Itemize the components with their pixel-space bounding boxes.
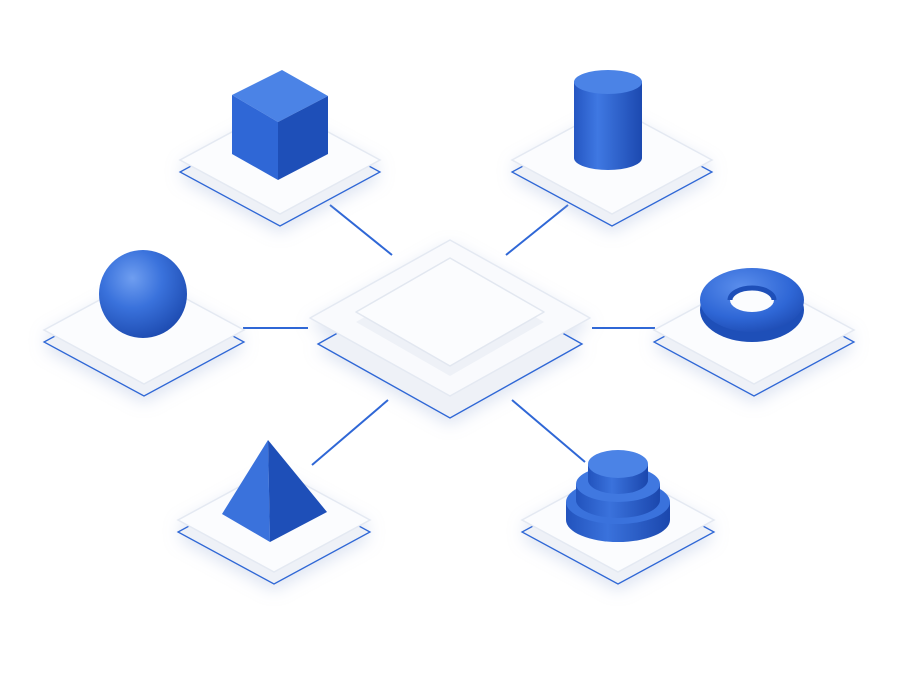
torus-icon	[700, 268, 804, 342]
connector-pyramid	[311, 399, 389, 466]
node-pyramid	[176, 440, 372, 585]
hub-platform-icon	[309, 239, 591, 419]
connector-cube	[329, 204, 393, 256]
connectors	[243, 204, 655, 466]
connector-cylinder	[505, 204, 569, 256]
node-cube	[178, 70, 382, 227]
pyramid-icon	[222, 440, 327, 542]
sphere-icon	[99, 250, 187, 338]
node-sphere	[42, 250, 246, 397]
stacked-discs-icon	[566, 450, 670, 542]
connector-stack	[511, 399, 586, 463]
cylinder-icon	[574, 70, 642, 170]
node-stack	[520, 450, 716, 585]
cube-icon	[232, 70, 328, 180]
node-torus	[652, 268, 856, 397]
node-cylinder	[510, 70, 714, 227]
